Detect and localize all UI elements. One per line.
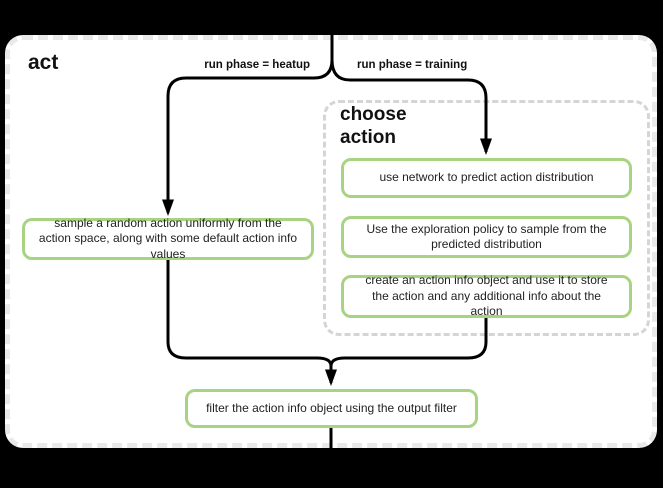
node-sample-random-action: sample a random action uniformly from th… [22,216,314,261]
choose-action-cluster-title: choose action [340,104,407,148]
edge-label-training: run phase = training [357,59,468,71]
node-filter-action-info: filter the action info object using the … [185,389,478,428]
diagram-title: act [28,51,59,74]
edge-label-heatup: run phase = heatup [204,59,310,71]
node-exploration-policy-sample: Use the exploration policy to sample fro… [341,216,632,258]
node-use-network-predict: use network to predict action distributi… [341,158,632,198]
node-create-action-info: create an action info object and use it … [341,273,632,318]
